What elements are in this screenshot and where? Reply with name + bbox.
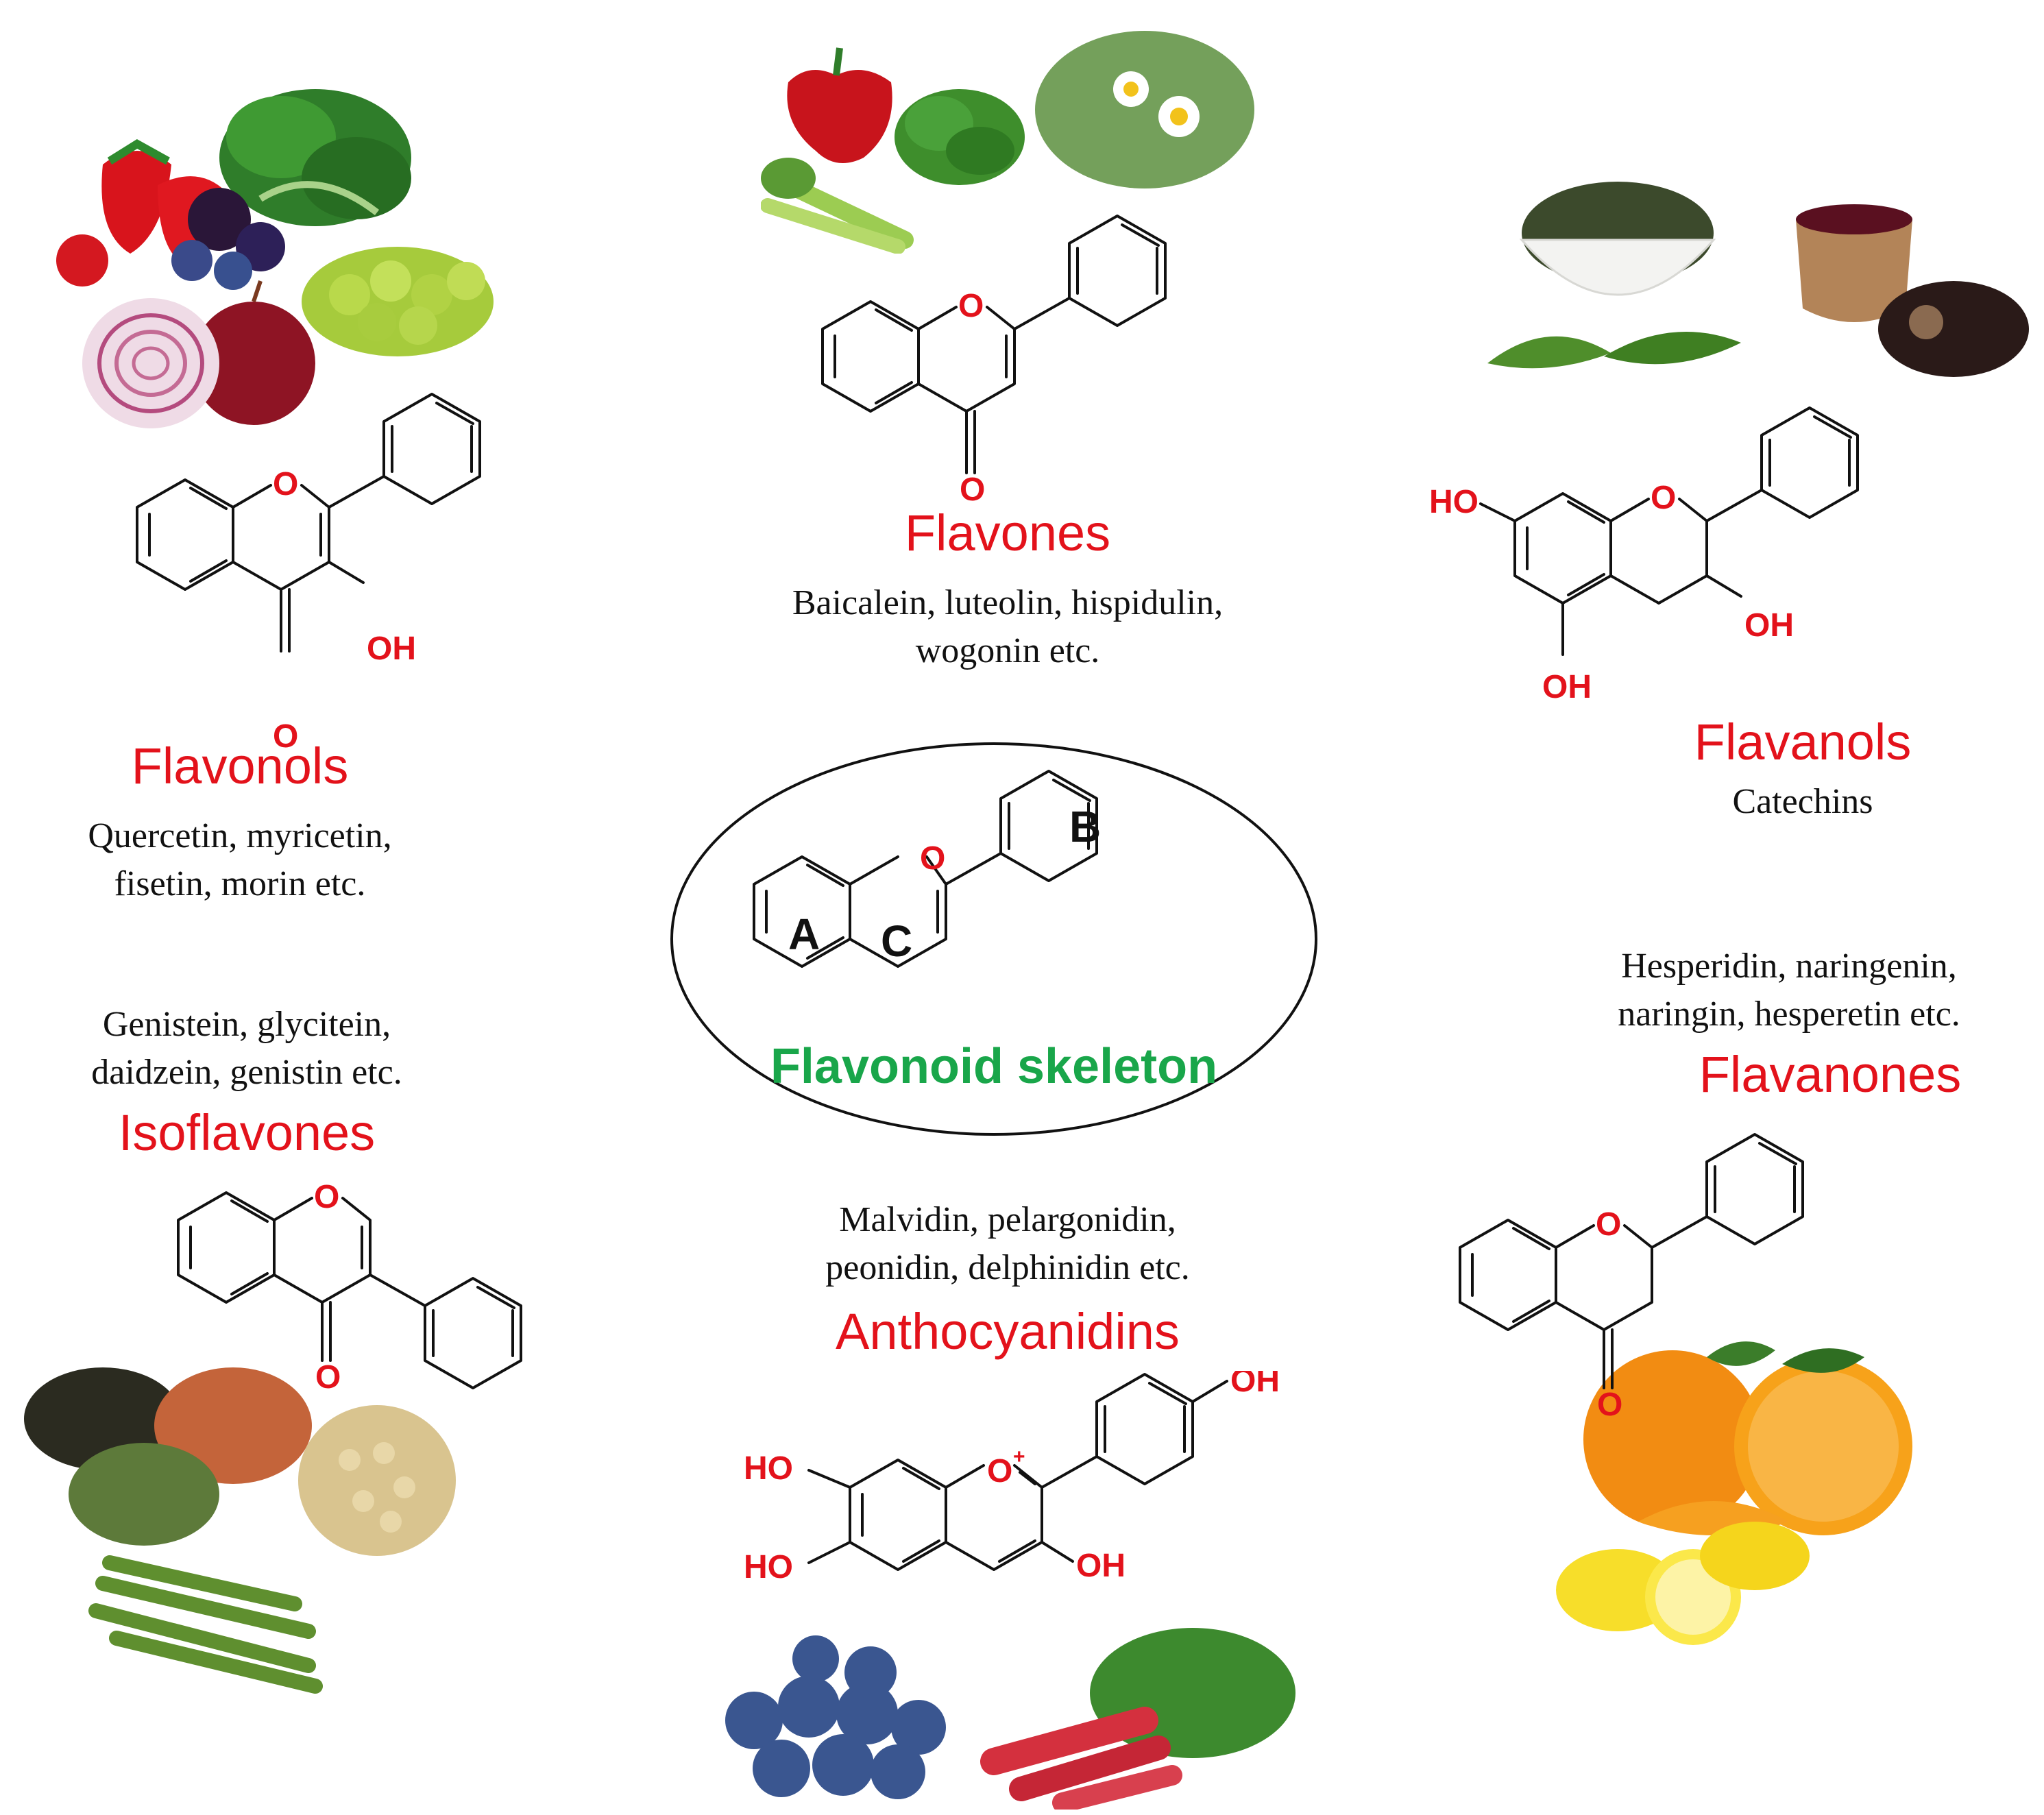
red-pepper-icon <box>787 47 892 163</box>
anthocyanidin-foods-image <box>725 1628 1295 1810</box>
flavanols-title: Flavanols <box>1694 714 1912 770</box>
skeleton-structure <box>753 770 1098 968</box>
isoflavone-structure: O O <box>177 1179 522 1396</box>
green-tea-icon <box>1487 182 1741 369</box>
flavanones-title: Flavanones <box>1699 1046 1962 1103</box>
lentils-icon <box>24 1367 312 1546</box>
anthocyanidin-structure: O + HO HO OH OH <box>744 1371 1280 1585</box>
flavones-examples-line2: wogonin etc. <box>915 631 1100 670</box>
flavone-foods-image <box>761 31 1254 254</box>
anthocyanidins-examples: Malvidin, pelargonidin, peonidin, delphi… <box>733 1196 1282 1292</box>
parsley-icon <box>895 89 1025 185</box>
flavonols-examples: Quercetin, myricetin, fisetin, morin etc… <box>0 812 494 908</box>
green-beans-icon <box>88 1555 323 1694</box>
flavones-examples: Baicalein, luteolin, hispidulin, wogonin… <box>733 579 1282 675</box>
onion-icon <box>82 280 315 428</box>
skeleton-title: Flavonoid skeleton <box>770 1039 1217 1094</box>
flavones-examples-line1: Baicalein, luteolin, hispidulin, <box>792 583 1224 622</box>
anthocyanidin-hydroxyl-7: HO <box>744 1450 793 1487</box>
skeleton-ellipse <box>670 742 1317 1136</box>
flavonol-oxygen: O <box>273 466 298 502</box>
isoflavones-examples-line2: daidzein, genistin etc. <box>91 1053 402 1092</box>
flavanone-oxygen: O <box>1596 1206 1621 1243</box>
flavonol-carbonyl-oxygen: O <box>273 718 298 754</box>
flavonol-hydroxyl: OH <box>367 631 416 667</box>
flavones-title: Flavones <box>904 504 1111 561</box>
isoflavones-title: Isoflavones <box>118 1104 376 1161</box>
skeleton-oxygen: O <box>920 840 945 877</box>
anthocyanidins-examples-line1: Malvidin, pelargonidin, <box>839 1200 1176 1239</box>
black-tea-icon <box>1796 204 2029 377</box>
anthocyanidin-hydroxyl-3: OH <box>1076 1548 1126 1584</box>
flavanol-hydroxyl-5: OH <box>1542 669 1592 705</box>
flavanol-oxygen: O <box>1651 480 1676 516</box>
isoflavone-carbonyl-oxygen: O <box>315 1359 341 1396</box>
flavonols-title: Flavonols <box>131 738 349 794</box>
isoflavones-examples: Genistein, glycitein, daidzein, genistin… <box>0 1001 494 1097</box>
blackberry-icon <box>171 188 285 290</box>
flavanols-examples: Catechins <box>1597 778 2008 826</box>
flavone-oxygen: O <box>958 288 984 324</box>
ring-c-label: C <box>881 916 912 966</box>
blueberry-icon <box>725 1635 946 1799</box>
flavanol-structure: O HO OH OH <box>1429 406 1859 705</box>
flavanone-carbonyl-oxygen: O <box>1597 1387 1622 1423</box>
soybeans-icon <box>298 1405 456 1556</box>
anthocyanidin-hydroxyl-6: HO <box>744 1549 793 1585</box>
ring-a-label: A <box>788 910 820 959</box>
flavone-carbonyl-oxygen: O <box>960 472 985 507</box>
radish-icon <box>980 1628 1295 1810</box>
flavanones-examples: Hesperidin, naringenin, naringin, hesper… <box>1542 942 2036 1038</box>
anthocyanidin-oxygen: O <box>987 1453 1012 1489</box>
kale-icon <box>219 89 411 226</box>
anthocyanidins-title: Anthocyanidins <box>836 1303 1180 1360</box>
flavanone-structure: O O <box>1459 1133 1804 1423</box>
celery-icon <box>761 158 914 254</box>
flavanols-examples-line1: Catechins <box>1732 782 1873 821</box>
isoflavone-oxygen: O <box>314 1179 339 1215</box>
flavonoid-skeleton-panel: O A C B Flavonoid skeleton <box>670 742 1317 1136</box>
orange-icon <box>1583 1341 1912 1535</box>
anthocyanidins-examples-line2: peonidin, delphinidin etc. <box>825 1248 1190 1287</box>
flavonols-examples-line2: fisetin, morin etc. <box>114 864 366 903</box>
chamomile-icon <box>1035 31 1254 188</box>
flavonols-examples-line1: Quercetin, myricetin, <box>88 816 392 855</box>
flavanol-foods-image <box>1487 182 2029 377</box>
flavanones-examples-line1: Hesperidin, naringenin, <box>1621 947 1957 986</box>
isoflavones-examples-line1: Genistein, glycitein, <box>102 1005 391 1044</box>
flavanone-foods-image <box>1556 1341 1912 1645</box>
grapes-icon <box>302 247 494 356</box>
ring-b-label: B <box>1069 802 1101 851</box>
flavanol-hydroxyl-3: OH <box>1744 607 1794 644</box>
flavanol-hydroxyl-7: HO <box>1429 484 1479 520</box>
anthocyanidin-hydroxyl-4prime: OH <box>1230 1371 1280 1399</box>
anthocyanidin-charge: + <box>1013 1446 1025 1468</box>
flavone-structure: O O <box>821 215 1167 507</box>
flavonol-foods-image <box>56 89 494 428</box>
flavanones-examples-line2: naringin, hesperetin etc. <box>1618 995 1960 1034</box>
isoflavone-foods-image <box>24 1367 456 1694</box>
lemon-icon <box>1556 1522 1810 1645</box>
flavonol-structure: O O OH <box>136 393 481 754</box>
